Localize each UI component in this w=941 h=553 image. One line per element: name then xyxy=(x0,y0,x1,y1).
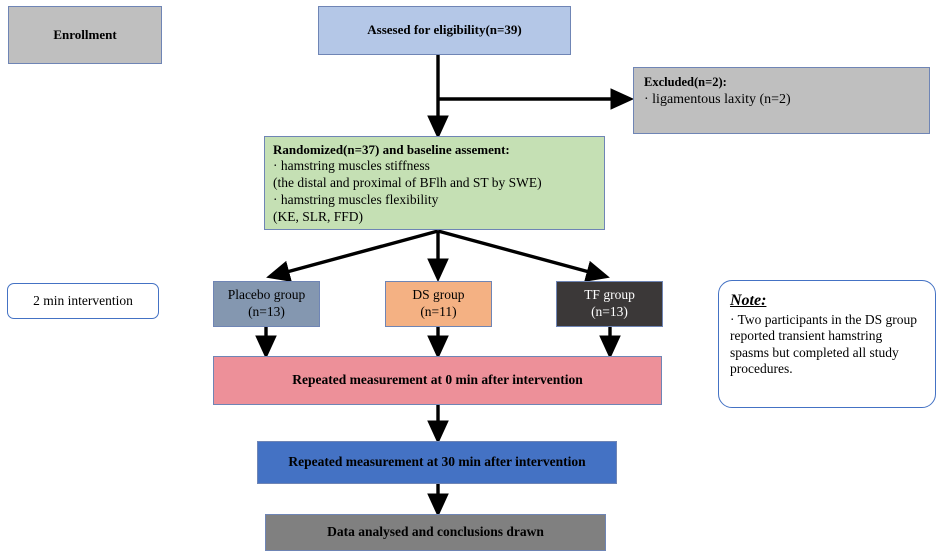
randomized-item-3: (KE, SLR, FFD) xyxy=(273,208,364,224)
ds-group-count: (n=11) xyxy=(420,304,457,319)
intervention-label: 2 min intervention xyxy=(33,292,133,308)
repeat0-label: Repeated measurement at 0 min after inte… xyxy=(292,372,583,388)
node-data-analysis[interactable]: Data analysed and conclusions drawn xyxy=(265,514,606,551)
ds-group-name: DS group xyxy=(412,287,465,303)
note-body: · Two participants in the DS group repor… xyxy=(730,312,918,377)
node-intervention-duration[interactable]: 2 min intervention xyxy=(7,283,159,319)
node-randomized[interactable]: Randomized(n=37) and baseline assement: … xyxy=(264,136,605,230)
node-repeated-measurement-30min[interactable]: Repeated measurement at 30 min after int… xyxy=(257,441,617,484)
node-enrollment[interactable]: Enrollment xyxy=(8,6,162,64)
node-repeated-measurement-0min[interactable]: Repeated measurement at 0 min after inte… xyxy=(213,356,662,405)
randomized-item-2: · hamstring muscles flexibility xyxy=(273,192,439,207)
node-group-ds[interactable]: DS group (n=11) xyxy=(385,281,492,327)
node-assessed-for-eligibility[interactable]: Assesed for eligibility(n=39) xyxy=(318,6,571,55)
arrow-randomized-to-placebo xyxy=(266,229,439,282)
assessed-label: Assesed for eligibility(n=39) xyxy=(367,22,522,38)
node-group-tf[interactable]: TF group (n=13) xyxy=(556,281,663,327)
analysis-label: Data analysed and conclusions drawn xyxy=(327,524,544,540)
repeat30-label: Repeated measurement at 30 min after int… xyxy=(288,454,586,470)
randomized-item-1: (the distal and proximal of BFlh and ST … xyxy=(273,175,542,191)
node-group-placebo[interactable]: Placebo group (n=13) xyxy=(213,281,320,327)
randomized-header: Randomized(n=37) and baseline assement: xyxy=(273,142,510,157)
tf-group-count: (n=13) xyxy=(591,304,628,319)
arrow-randomized-to-tf xyxy=(437,229,610,282)
note-title: Note: xyxy=(730,292,767,309)
node-excluded[interactable]: Excluded(n=2): · ligamentous laxity (n=2… xyxy=(633,67,930,134)
excluded-header: Excluded(n=2): xyxy=(644,75,727,89)
placebo-group-name: Placebo group xyxy=(227,287,306,303)
excluded-item-0: · ligamentous laxity (n=2) xyxy=(644,91,791,107)
node-note[interactable]: Note: · Two participants in the DS group… xyxy=(718,280,936,408)
enrollment-label: Enrollment xyxy=(53,26,117,42)
randomized-item-0: · hamstring muscles stiffness xyxy=(273,158,430,174)
placebo-group-count: (n=13) xyxy=(248,304,285,319)
tf-group-name: TF group xyxy=(584,287,635,303)
